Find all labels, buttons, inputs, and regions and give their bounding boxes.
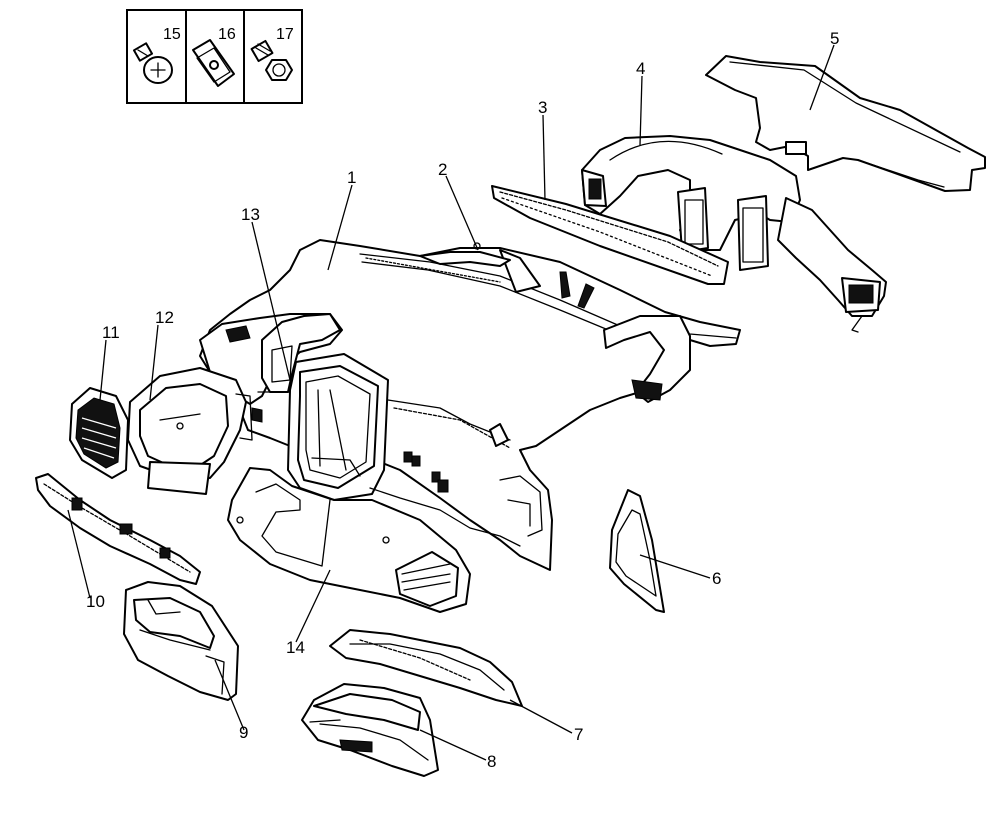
callout-10: 10: [86, 592, 105, 611]
part-4-air-duct: [581, 135, 887, 333]
callout-9: 9: [239, 723, 248, 742]
callout-labels: 1 2 3 4 5 6 7 8 9 10 11 12 13 14: [86, 29, 839, 771]
part-3-defroster-grille: [491, 185, 729, 285]
legend-number-17: 17: [276, 26, 294, 43]
leader-lines: [67, 44, 835, 761]
part-6-triangle-trim: [609, 489, 665, 613]
clip-nut-icon: [192, 39, 235, 87]
part-11-left-air-vent: [69, 387, 129, 479]
flange-screw-icon: [132, 42, 173, 84]
part-7-glovebox-upper: [329, 629, 523, 707]
part-12-cluster-hood: [127, 367, 253, 495]
callout-1: 1: [347, 168, 356, 187]
legend-number-16: 16: [218, 26, 236, 43]
part-9-knee-panel: [123, 581, 239, 701]
part-14-center-lower-panel: [227, 467, 471, 613]
hex-flange-bolt-icon: [250, 39, 293, 81]
part-8-glovebox: [301, 683, 439, 777]
part-2-defroster-nozzle: [419, 242, 511, 267]
callout-4: 4: [636, 59, 645, 78]
callout-11: 11: [102, 323, 120, 342]
callout-14: 14: [286, 638, 305, 657]
part-5-duct-panel: [705, 55, 986, 192]
part-10-lower-trim-strip: [35, 473, 201, 585]
callout-13: 13: [241, 205, 260, 224]
callout-5: 5: [830, 29, 839, 48]
callout-3: 3: [538, 98, 547, 117]
callout-12: 12: [155, 308, 174, 327]
callout-7: 7: [574, 725, 583, 744]
legend-number-15: 15: [163, 26, 181, 43]
callout-2: 2: [438, 160, 447, 179]
fastener-legend: 15 16 17: [126, 9, 303, 104]
callout-8: 8: [487, 752, 496, 771]
callout-6: 6: [712, 569, 721, 588]
